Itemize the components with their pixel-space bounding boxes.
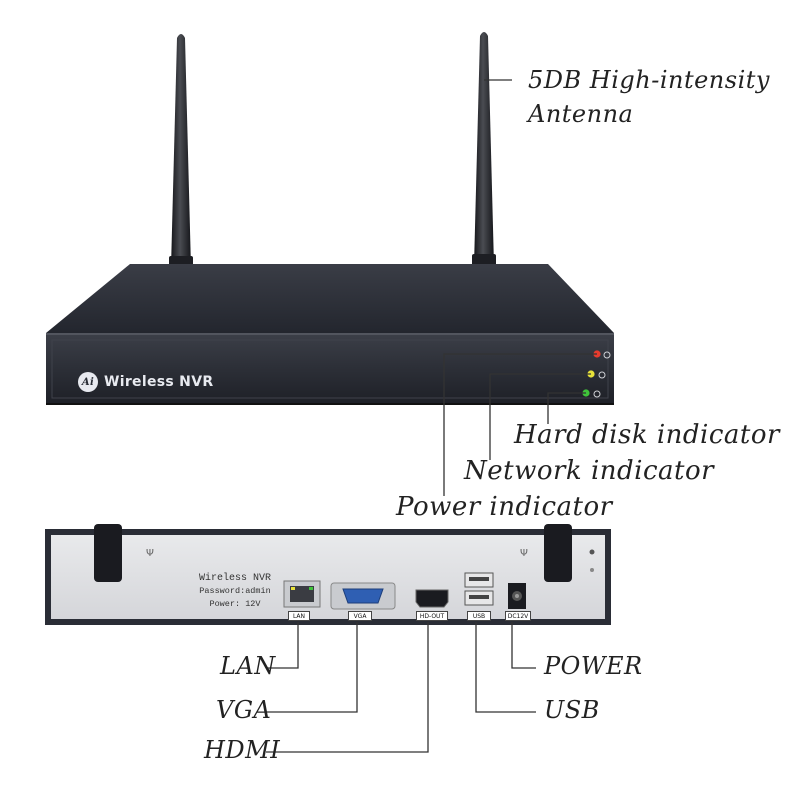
hdmi-callout: HDMI <box>204 736 281 764</box>
rear-leader-lines <box>266 622 536 753</box>
nvr-front-unit <box>46 264 614 405</box>
svg-text:Ψ: Ψ <box>520 548 528 559</box>
brand-logo-icon: Ai <box>78 372 98 392</box>
dc-power-port <box>508 583 526 609</box>
power-symbol-icon <box>603 351 611 359</box>
dc-power-port-tag: DC12V <box>505 611 531 621</box>
lan-callout: LAN <box>220 652 276 680</box>
vga-callout: VGA <box>216 696 272 724</box>
hdmi-port <box>415 589 449 608</box>
rear-label-plate: Wireless NVR Password:admin Power: 12V <box>194 572 276 611</box>
svg-text:Ψ: Ψ <box>146 548 154 559</box>
antenna-left <box>169 34 193 270</box>
vga-port <box>330 582 396 610</box>
usb-ports <box>464 572 494 606</box>
brand-label: Ai Wireless NVR <box>78 371 213 393</box>
lan-port <box>283 580 321 608</box>
network-symbol-icon <box>598 371 606 379</box>
nvr-rear-unit: Ψ Ψ <box>45 524 611 625</box>
usb-port-tag: USB <box>467 611 491 621</box>
plate-line-3: Power: 12V <box>209 599 261 609</box>
usb-callout: USB <box>544 696 600 724</box>
front-leader-lines <box>443 79 597 496</box>
plate-line-1: Wireless NVR <box>198 573 271 584</box>
brand-text: Wireless NVR <box>104 374 214 390</box>
antenna-right <box>472 32 496 268</box>
plate-line-2: Password:admin <box>199 586 271 596</box>
antenna-callout-line1: 5DB High-intensity <box>528 66 770 94</box>
hdd-symbol-icon <box>593 390 601 398</box>
lan-port-tag: LAN <box>288 611 310 621</box>
vga-port-tag: VGA <box>348 611 372 621</box>
antenna-callout-line2: Antenna <box>528 100 634 128</box>
hard-disk-callout: Hard disk indicator <box>514 420 780 450</box>
power-port-callout: POWER <box>544 652 643 680</box>
hdmi-port-tag: HD-OUT <box>416 611 448 621</box>
network-callout: Network indicator <box>464 456 715 486</box>
power-indicator-callout: Power indicator <box>396 492 613 522</box>
